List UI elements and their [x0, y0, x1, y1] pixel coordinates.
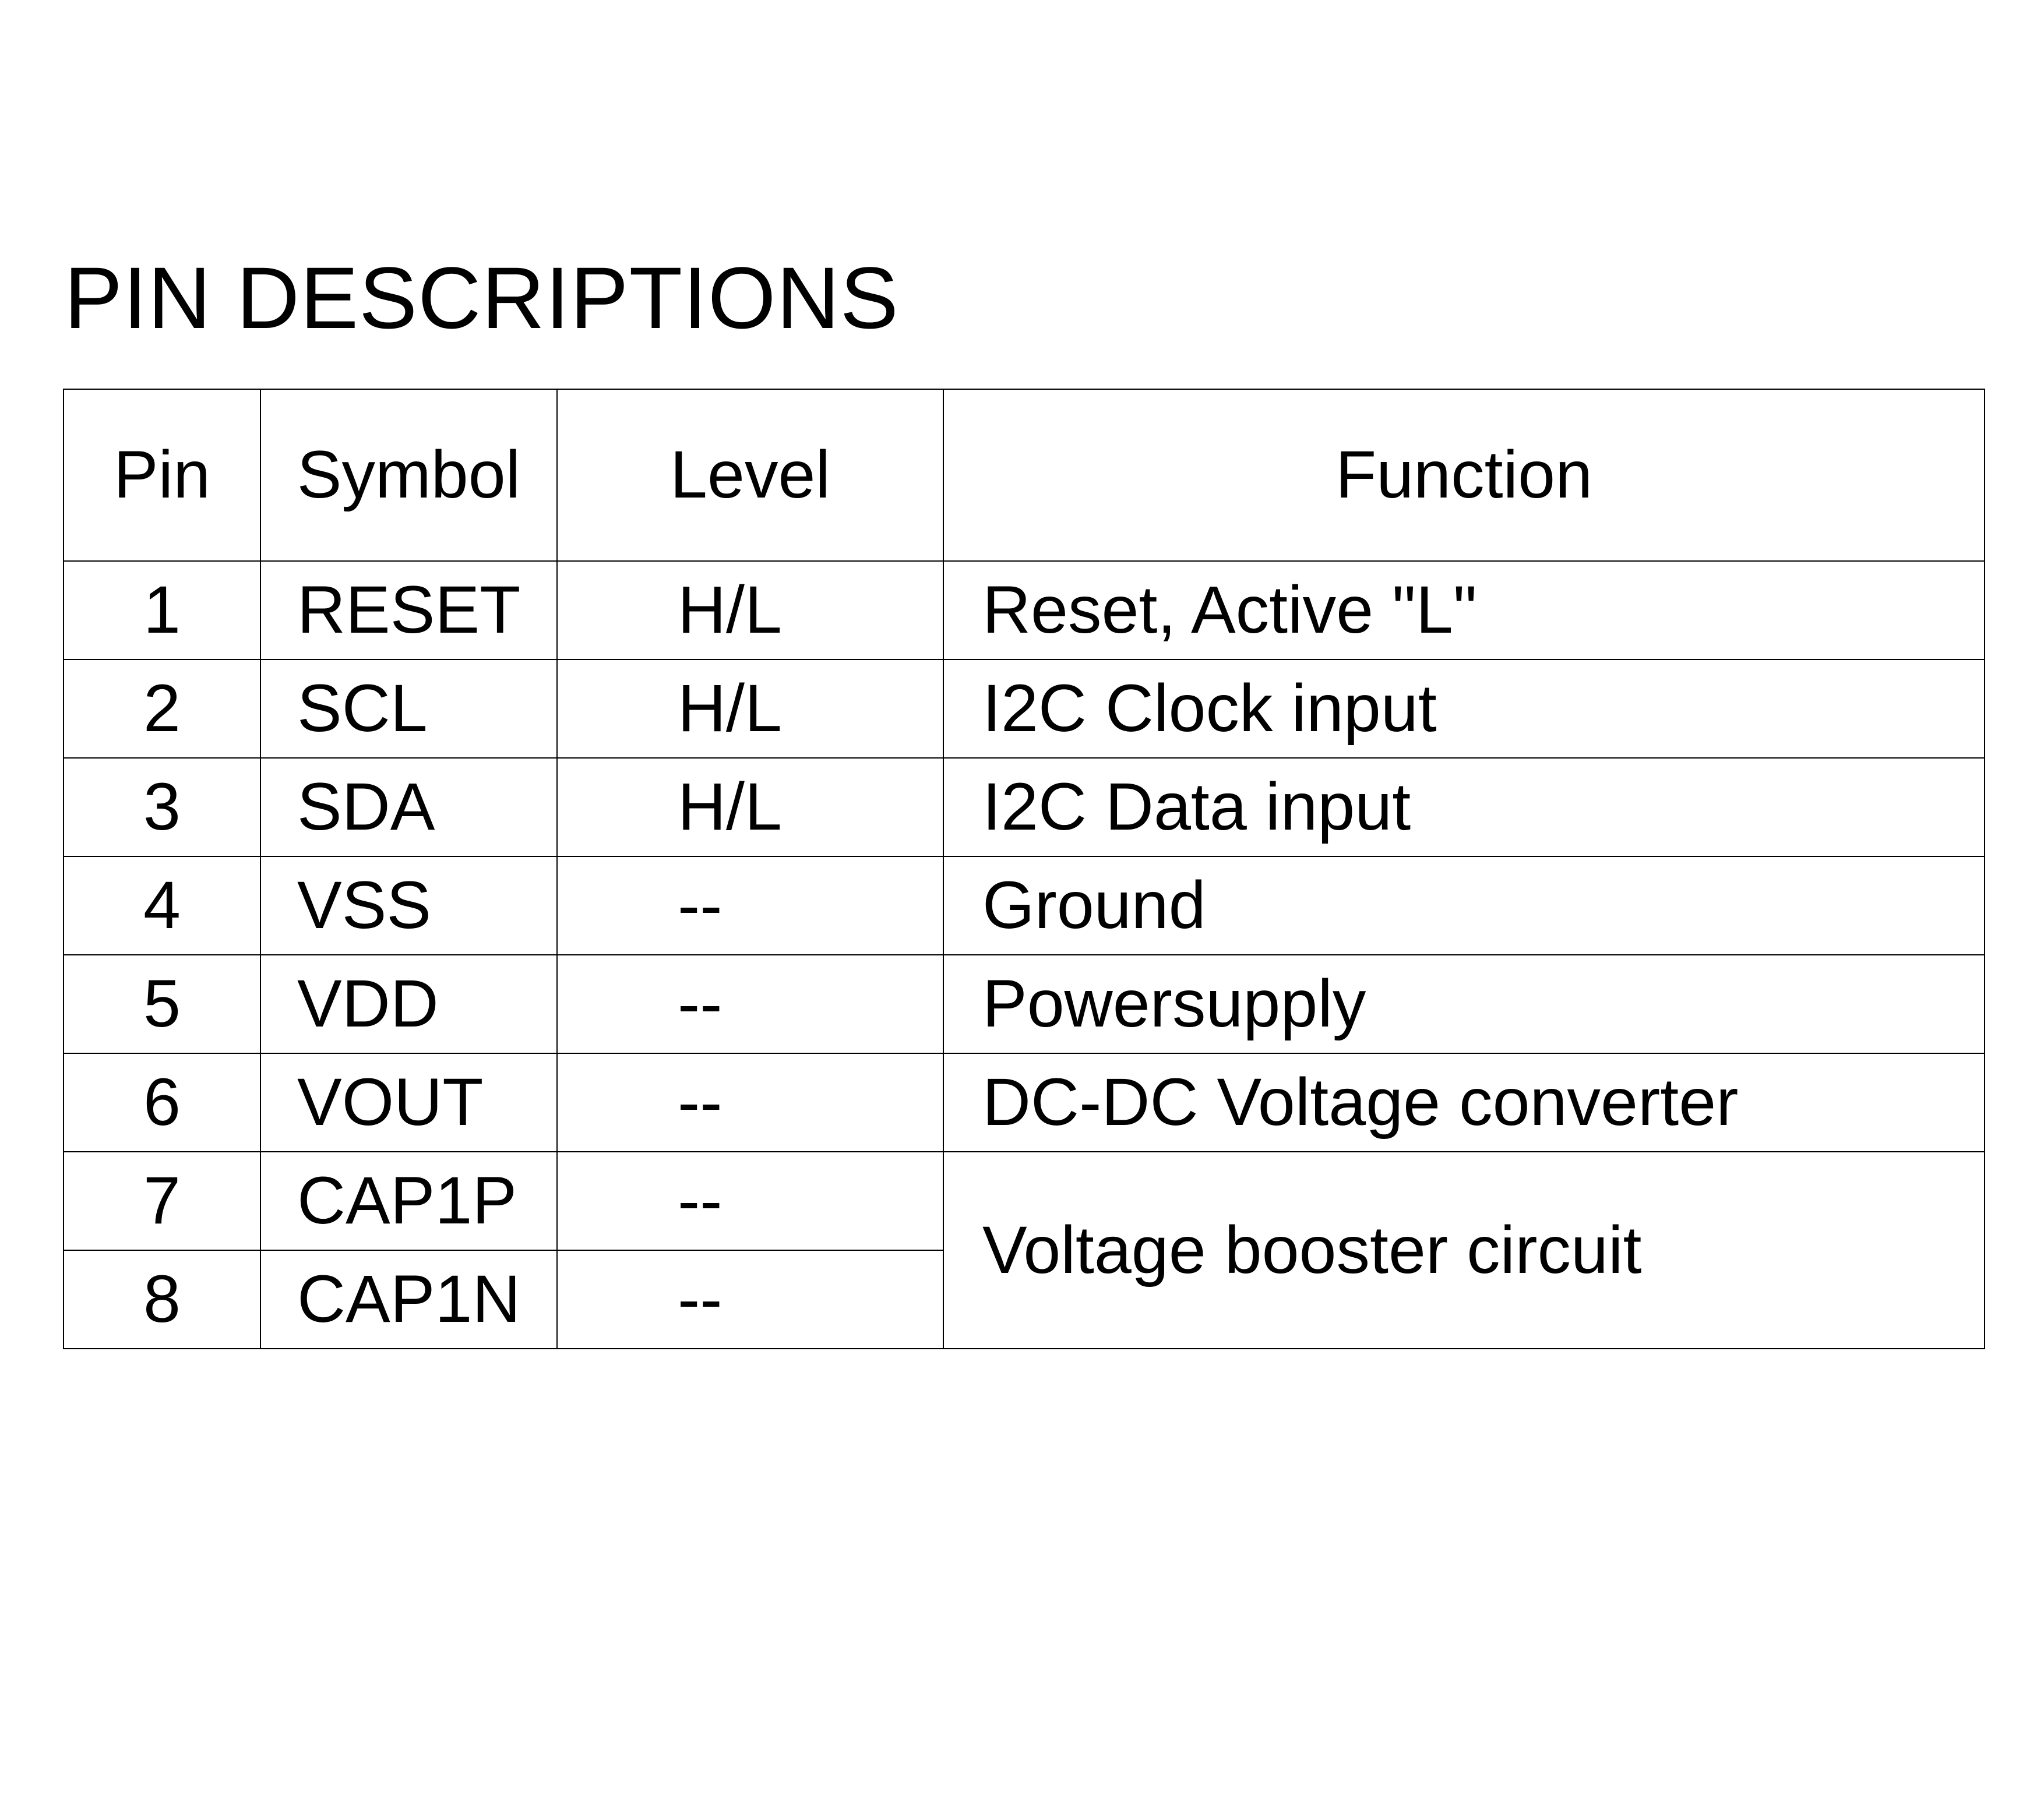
header-symbol: Symbol — [260, 389, 558, 562]
cell-pin: 7 — [63, 1151, 261, 1251]
cell-pin: 3 — [63, 757, 261, 857]
cell-level: -- — [556, 856, 944, 955]
cell-symbol: VSS — [260, 856, 558, 955]
cell-level: -- — [556, 1053, 944, 1152]
header-function: Function — [943, 389, 1985, 562]
table-row: 2 SCL H/L I2C Clock input — [63, 659, 1985, 759]
table-row: 4 VSS -- Ground — [63, 856, 1985, 955]
cell-function: Reset, Active "L" — [943, 560, 1985, 660]
table-row: 6 VOUT -- DC-DC Voltage converter — [63, 1053, 1985, 1152]
cell-level: H/L — [556, 757, 944, 857]
header-level: Level — [556, 389, 944, 562]
cell-pin: 5 — [63, 954, 261, 1054]
cell-function-merged: Voltage booster circuit — [943, 1151, 1985, 1349]
cell-function: I2C Clock input — [943, 659, 1985, 759]
cell-level: -- — [556, 1250, 944, 1349]
cell-level: -- — [556, 1151, 944, 1251]
cell-pin: 6 — [63, 1053, 261, 1152]
cell-level: H/L — [556, 659, 944, 759]
cell-function: I2C Data input — [943, 757, 1985, 857]
cell-function: DC-DC Voltage converter — [943, 1053, 1985, 1152]
cell-symbol: SCL — [260, 659, 558, 759]
table-header-row: Pin Symbol Level Function — [63, 389, 1985, 562]
table-row: 1 RESET H/L Reset, Active "L" — [63, 560, 1985, 660]
cell-symbol: VOUT — [260, 1053, 558, 1152]
cell-pin: 8 — [63, 1250, 261, 1349]
table-row: 7 CAP1P -- Voltage booster circuit — [63, 1151, 1985, 1349]
table-row: 5 VDD -- Powersupply — [63, 954, 1985, 1054]
cell-pin: 2 — [63, 659, 261, 759]
table-row: 3 SDA H/L I2C Data input — [63, 757, 1985, 857]
cell-symbol: CAP1P — [260, 1151, 558, 1251]
cell-level: H/L — [556, 560, 944, 660]
cell-symbol: RESET — [260, 560, 558, 660]
cell-symbol: VDD — [260, 954, 558, 1054]
cell-symbol: SDA — [260, 757, 558, 857]
pin-descriptions-table: Pin Symbol Level Function 1 RESET H/L Re… — [63, 389, 1985, 1349]
table-row: 8 CAP1N -- — [63, 1250, 1985, 1349]
page-title: PIN DESCRIPTIONS — [64, 249, 899, 347]
cell-function: Ground — [943, 856, 1985, 955]
cell-level: -- — [556, 954, 944, 1054]
header-pin: Pin — [63, 389, 261, 562]
cell-function: Powersupply — [943, 954, 1985, 1054]
cell-symbol: CAP1N — [260, 1250, 558, 1349]
cell-pin: 1 — [63, 560, 261, 660]
cell-pin: 4 — [63, 856, 261, 955]
